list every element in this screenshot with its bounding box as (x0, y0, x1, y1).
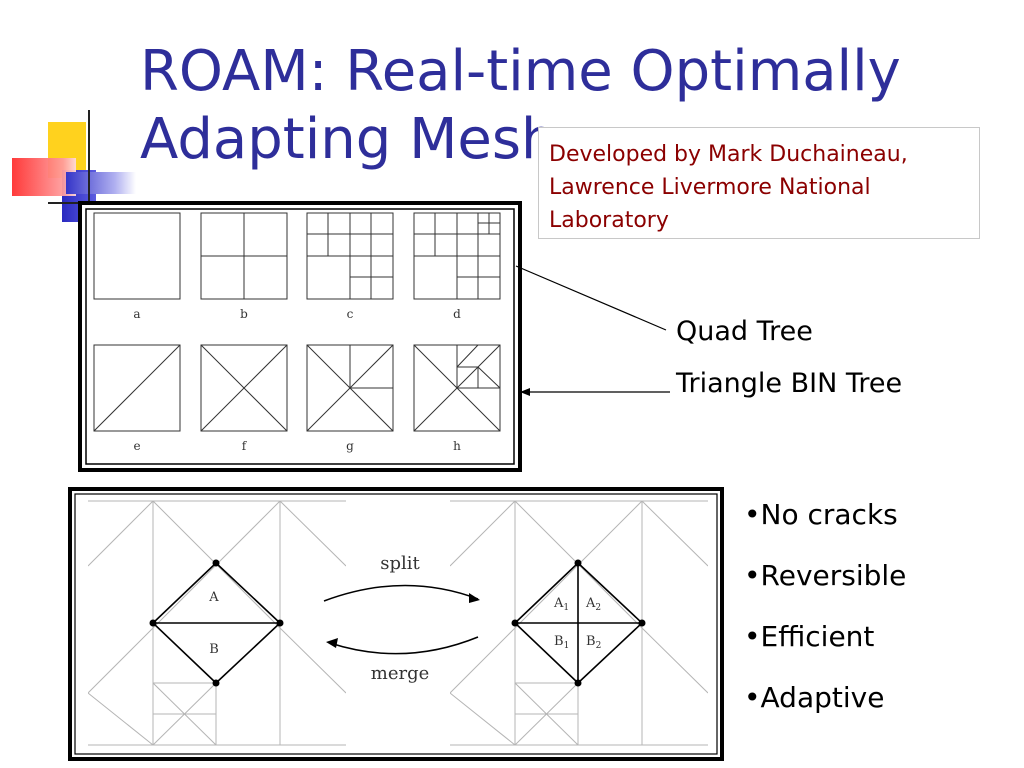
label-d: d (453, 307, 461, 321)
quadtree-bintree-figure: a b c d e f g h (78, 201, 522, 472)
quad-c (306, 212, 394, 300)
bullet-no-cracks: •No cracks (744, 498, 898, 531)
developer-line-2: Lawrence Livermore National (549, 175, 871, 200)
triangle-bin-tree-label: Triangle BIN Tree (676, 368, 903, 399)
developer-info-box: Developed by Mark Duchaineau, Lawrence L… (538, 127, 980, 239)
label-a: a (133, 307, 140, 321)
slide-title: ROAM: Real-time Optimally Adapting Mesh (140, 38, 960, 174)
split-merge-figure: A B A1 A2 B1 B2 split merge (68, 487, 724, 761)
bullet-efficient: •Efficient (744, 620, 875, 653)
quad-d (413, 212, 501, 300)
bullet-adaptive: •Adaptive (744, 681, 885, 714)
right-label-b2: B2 (586, 634, 601, 651)
tri-g (306, 344, 394, 432)
right-label-b1: B1 (554, 634, 569, 651)
label-e: e (133, 439, 140, 453)
label-g: g (346, 439, 354, 453)
bullet-reversible: •Reversible (744, 559, 907, 592)
label-c: c (347, 307, 354, 321)
merge-label: merge (371, 663, 430, 684)
tri-f (200, 344, 288, 432)
split-arrow (323, 584, 479, 602)
split-label: split (380, 553, 420, 574)
right-diamond-vertices (511, 559, 646, 687)
developer-line-3: Laboratory (549, 208, 669, 233)
left-label-a: A (208, 590, 219, 605)
quad-a (93, 212, 181, 300)
left-label-b: B (209, 642, 219, 657)
label-b: b (240, 307, 248, 321)
bintree-pointer-arrowhead (520, 388, 530, 396)
label-h: h (453, 439, 461, 453)
quad-tree-label: Quad Tree (676, 316, 813, 347)
tri-h (413, 344, 501, 432)
developer-line-1: Developed by Mark Duchaineau, (549, 142, 908, 167)
logo-vertical-line (88, 110, 90, 210)
logo-blue-bar (66, 172, 136, 194)
right-label-a1: A1 (553, 596, 569, 613)
left-diamond-vertices (149, 559, 284, 687)
label-f: f (242, 439, 248, 453)
tri-e (93, 344, 181, 432)
right-label-a2: A2 (585, 596, 601, 613)
merge-arrow (329, 636, 479, 655)
feature-bullet-list: •No cracks •Reversible •Efficient •Adapt… (744, 493, 906, 737)
split-arrowhead (469, 593, 480, 603)
logo-red-bar (12, 158, 76, 196)
pointer-arrows (515, 265, 670, 396)
quad-b (200, 212, 288, 300)
quad-tree-pointer-line (515, 265, 667, 331)
title-line-1: ROAM: Real-time Optimally (140, 39, 901, 104)
merge-arrowhead (326, 638, 338, 648)
title-line-2: Adapting Mesh (140, 107, 557, 172)
